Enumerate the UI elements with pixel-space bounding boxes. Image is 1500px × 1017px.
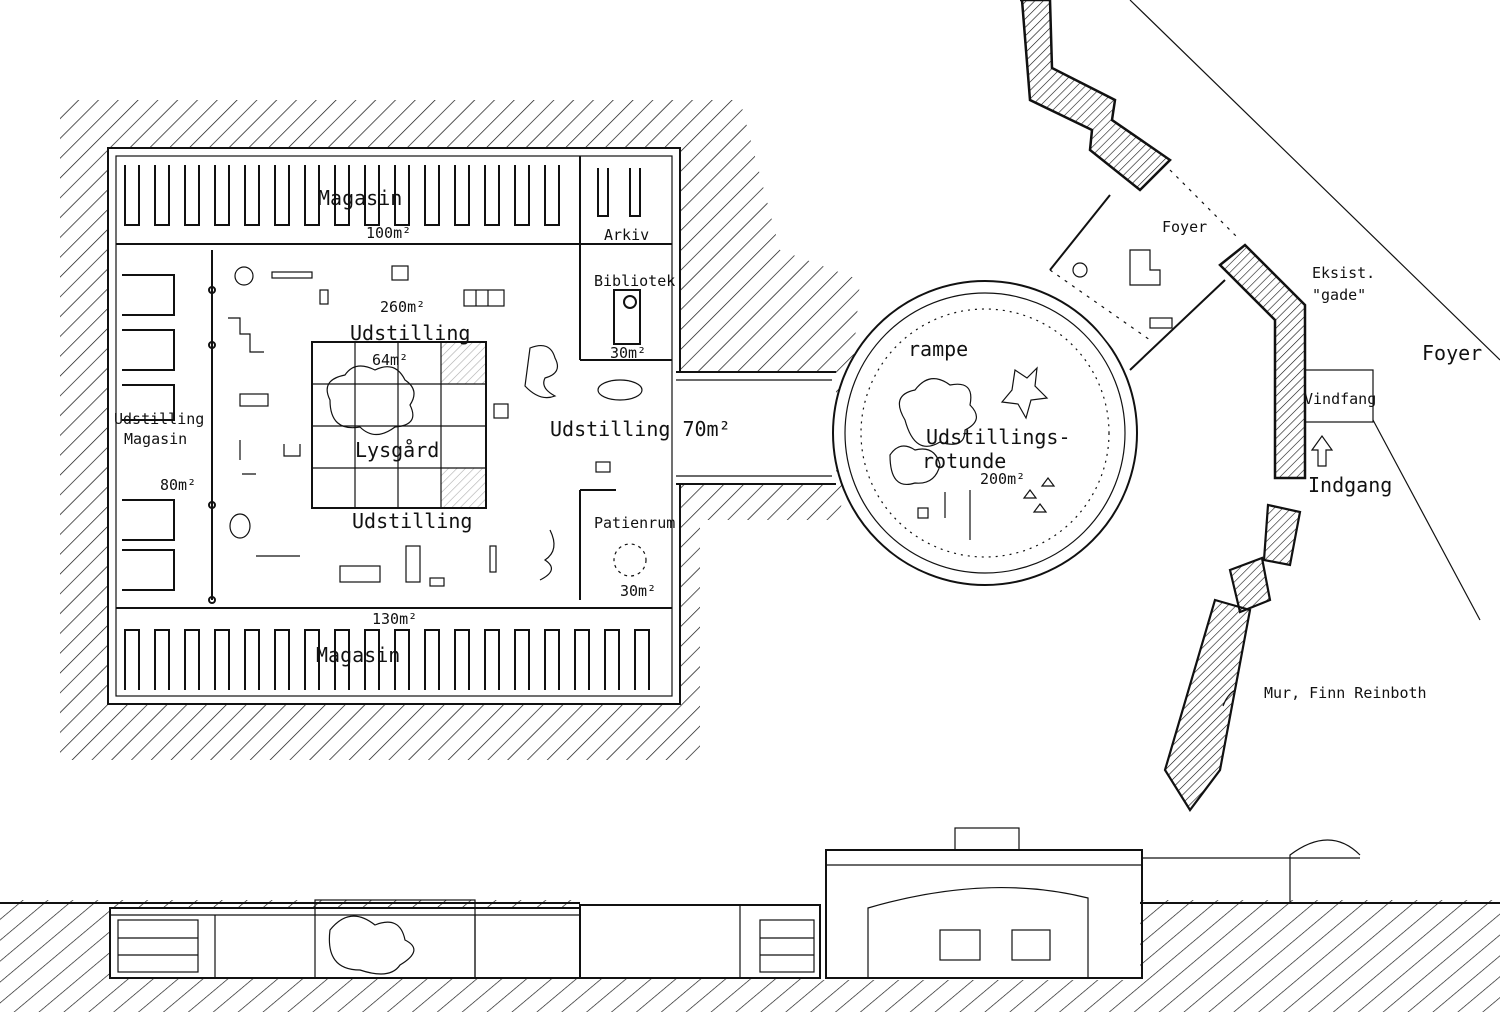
lysgaard-label: Lysgård (355, 438, 439, 462)
mur-finn-reinboth (1163, 503, 1302, 812)
udstilling-main-area: 260m² (380, 298, 425, 316)
magasin-bottom-area: 130m² (372, 610, 417, 628)
exhibition-furniture (228, 265, 647, 600)
indgang-label: Indgang (1308, 473, 1392, 497)
udstilling-main-label: Udstilling (350, 321, 470, 345)
rampe-label: rampe (908, 337, 968, 361)
bibliotek-label: Bibliotek (594, 272, 675, 290)
magasin-top-label: Magasin (318, 186, 402, 210)
rotunde-label-2: rotunde (922, 449, 1006, 473)
magasin-top-area: 100m² (366, 224, 411, 242)
wall-east (1218, 243, 1307, 480)
udstillingsmagasin-area: 80m² (160, 476, 196, 494)
foyer-plan (1049, 169, 1245, 371)
magasin-bottom-shelves (124, 629, 650, 690)
magasin-top-shelves (124, 165, 560, 226)
mur-label: Mur, Finn Reinboth (1264, 684, 1427, 702)
vindfang (1304, 369, 1374, 467)
udstillingsmagasin-label-2: Magasin (124, 430, 187, 448)
lysgaard-grid (311, 341, 487, 509)
udstilling-lower-label: Udstilling (352, 509, 472, 533)
magasin-bottom-label: Magasin (316, 643, 400, 667)
rotunde-area: 200m² (980, 470, 1025, 488)
eksist-gade-label-2: "gade" (1312, 286, 1366, 304)
eksist-gade-label-1: Eksist. (1312, 264, 1375, 282)
patientrum-area: 30m² (620, 582, 656, 600)
arkiv-label: Arkiv (604, 226, 649, 244)
udstilling-east-label: Udstilling 70m² (550, 417, 731, 441)
udstillingsmagasin-label-1: Udstilling (114, 410, 204, 428)
rotunda-plan (832, 280, 1138, 586)
section-drawing (0, 827, 1500, 1012)
rotunde-label-1: Udstillings- (926, 425, 1071, 449)
main-building-plan (107, 147, 836, 705)
foyer-right-label: Foyer (1422, 341, 1482, 365)
lysgaard-area: 64m² (372, 351, 408, 369)
patientrum-label: Patienrum (594, 514, 675, 532)
vindfang-label: Vindfang (1304, 390, 1376, 408)
foyer-small-label: Foyer (1162, 218, 1207, 236)
bibliotek-area: 30m² (610, 344, 646, 362)
wall-north (1020, 0, 1172, 192)
